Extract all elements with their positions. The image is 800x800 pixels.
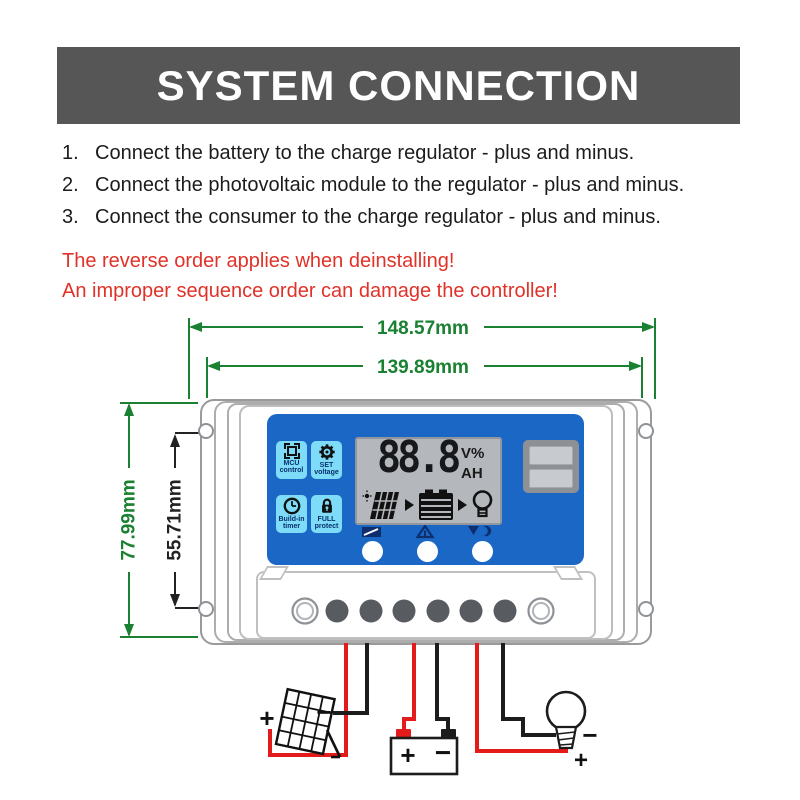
positive-wires [268,643,568,757]
instruction-list: 1. Connect the battery to the charge reg… [62,142,722,238]
button-indicator-icons [362,525,492,539]
instruction-item: 1. Connect the battery to the charge reg… [62,142,722,164]
load-minus-label: − [582,720,597,750]
cover-slot [529,469,573,488]
warning-line: The reverse order applies when deinstall… [62,250,455,272]
dimension-label-outer-height: 77.99mm [119,479,140,560]
dimension-label-outer-width: 148.57mm [377,318,469,339]
battery-drawing [389,729,459,776]
load-select-button [472,541,493,562]
mcu-control-button: MCU control [276,441,307,479]
dimension-width-inner [206,357,643,398]
dimension-hole-spacing [174,432,200,609]
instruction-number: 2. [62,174,79,196]
dimension-label-inner-width: 139.89mm [377,357,469,378]
solar-select-button [362,541,383,562]
solar-plus-label: + [259,703,274,733]
lcd-unit-volt-percent: V% [461,445,485,462]
instruction-item: 3. Connect the consumer to the charge re… [62,206,722,228]
warning-line: An improper sequence order can damage th… [62,280,558,302]
lcd-arrow-icon [405,499,414,511]
instruction-item: 2. Connect the photovoltaic module to th… [62,174,722,196]
lcd-status-icons [359,487,498,523]
warning-text: The reverse order applies when deinstall… [62,246,682,306]
mcu-control-icon [283,443,300,459]
full-protect-button: FULL protect [311,495,342,533]
button-label: MCU control [279,460,304,474]
light-bulb-drawing [545,690,587,750]
instruction-text: Connect the consumer to the charge regul… [95,206,661,228]
set-voltage-button: SET voltage [311,441,342,479]
dimension-height-outer [120,402,198,638]
button-label: SET voltage [314,462,339,476]
terminal-cover-module [523,440,579,493]
instruction-text: Connect the photovoltaic module to the r… [95,174,685,196]
battery-indicator-icon [415,525,435,539]
page-title: SYSTEM CONNECTION [156,61,641,109]
lcd-solar-panel-icon [362,490,399,520]
button-label: Build-in timer [278,516,305,530]
title-bar: SYSTEM CONNECTION [57,47,740,124]
gear-icon [318,444,335,460]
battery-select-button [417,541,438,562]
load-plus-label: + [574,747,588,774]
build-in-timer-button: Build-in timer [276,495,307,533]
battery-minus-label: − [435,737,451,768]
negative-wires [333,643,556,737]
battery-plus-label: + [400,740,415,770]
instruction-number: 1. [62,142,79,164]
load-indicator-icon [468,525,492,537]
cover-slot [529,446,573,465]
lcd-arrow-icon [458,499,467,511]
terminal-panel [256,571,596,639]
instruction-text: Connect the battery to the charge regula… [95,142,635,164]
lcd-bulb-icon [472,490,493,518]
instruction-number: 3. [62,206,79,228]
clock-icon [283,497,300,515]
lock-icon [321,498,332,513]
solar-minus-label: − [316,697,331,727]
lcd-battery-icon [419,489,453,520]
lcd-unit-amp-hour: AH [461,465,483,482]
lcd-value: 88.8 [377,433,461,483]
solar-panel-drawing [274,687,342,759]
button-label: FULL protect [314,516,339,530]
solar-indicator-icon [362,527,381,537]
dimension-label-hole-spacing: 55.71mm [165,479,186,560]
lcd-display: 88.8 V% AH [355,433,502,525]
dimension-width-outer [188,318,656,399]
